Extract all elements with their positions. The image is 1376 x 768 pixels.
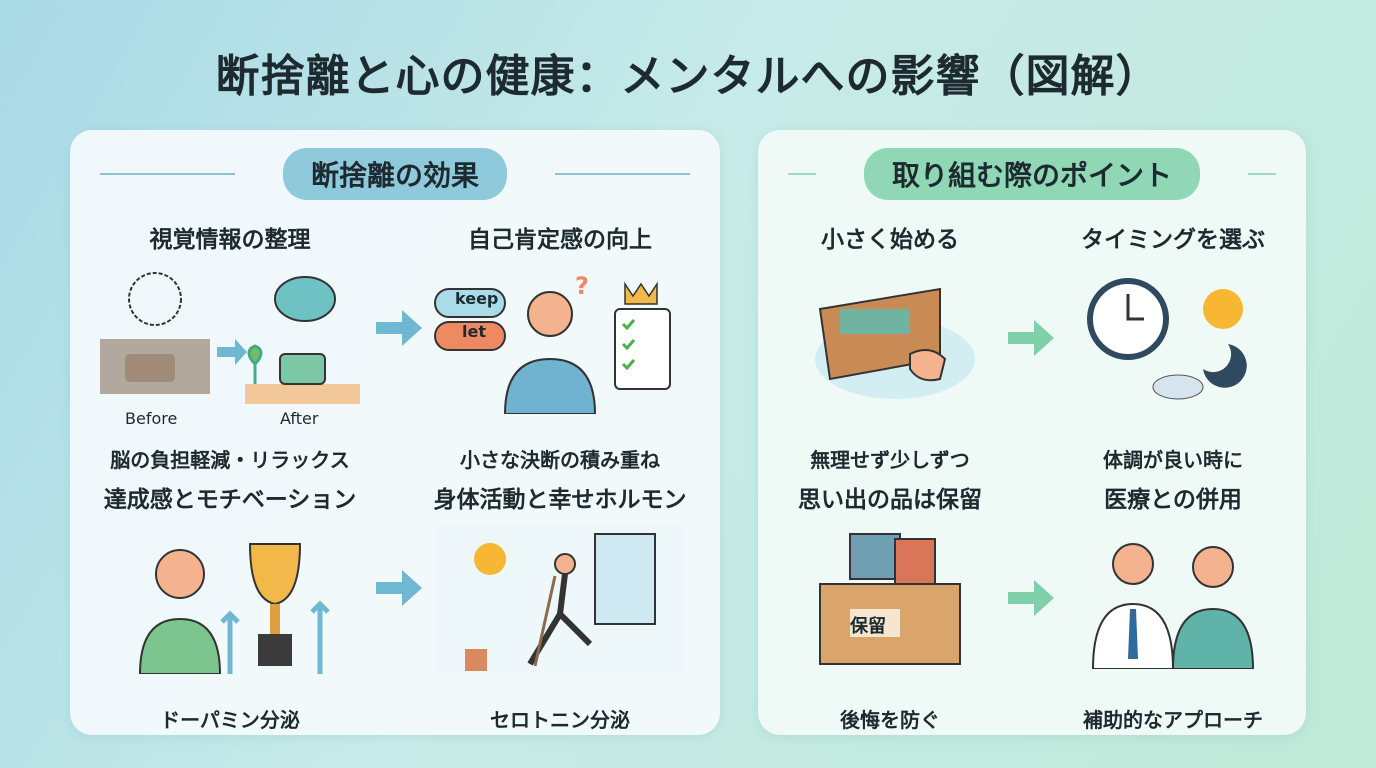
divider: [100, 173, 235, 175]
item-title: 自己肯定感の向上: [468, 227, 652, 253]
item-caption: 体調が良い時に: [1103, 448, 1243, 472]
cleaning-person-illustration: [435, 524, 685, 674]
item-caption: 後悔を防ぐ: [840, 708, 940, 732]
arrow-right-icon: [376, 570, 422, 606]
keep-label: keep: [455, 289, 499, 308]
arrow-right-icon: [1008, 580, 1054, 616]
person-decision-illustration: ?: [434, 272, 671, 414]
item-title: 小さく始める: [821, 227, 959, 253]
item-caption: 小さな決断の積み重ね: [460, 448, 660, 472]
clock-sun-moon-illustration: [1087, 278, 1247, 400]
item-title: タイミングを選ぶ: [1081, 227, 1265, 253]
drawer-illustration: [815, 287, 975, 399]
item-caption: 無理せず少しずつ: [810, 448, 970, 472]
after-label: After: [280, 409, 319, 428]
let-label: let: [462, 322, 486, 341]
item-title: 視覚情報の整理: [149, 227, 311, 253]
svg-text:?: ?: [575, 272, 589, 300]
effect-visual-organization: 視覚情報の整理 Before After 脳の負担軽減・リラックス: [80, 220, 380, 473]
effect-physical-activity: 身体活動と幸せホルモン セロトニン分泌: [410, 480, 710, 733]
arrow-right-icon: [376, 310, 422, 346]
trophy-person-illustration: [138, 543, 330, 674]
item-title: 達成感とモチベーション: [103, 487, 357, 513]
item-title: 思い出の品は保留: [798, 487, 982, 513]
item-caption: 補助的なアプローチ: [1083, 708, 1263, 732]
keepsake-box-illustration: [819, 533, 961, 665]
before-after-room-illustration: [100, 272, 360, 404]
item-title: 医療との併用: [1104, 487, 1242, 513]
divider: [1248, 173, 1277, 175]
item-caption: セロトニン分泌: [490, 708, 630, 732]
tip-keep-memories: 思い出の品は保留 保留 後悔を防ぐ: [740, 480, 1040, 733]
divider: [788, 173, 816, 175]
effect-motivation: 達成感とモチベーション ドーパミン分泌: [80, 480, 380, 733]
tip-start-small: 小さく始める 無理せず少しずつ: [740, 220, 1040, 473]
effects-panel: 断捨離の効果 視覚情報の整理 Before After 脳の負担軽減・リラックス…: [70, 130, 720, 735]
section-header: 断捨離の効果: [283, 148, 508, 200]
divider: [555, 173, 691, 175]
item-title: 身体活動と幸せホルモン: [433, 487, 687, 513]
before-label: Before: [125, 409, 178, 428]
tips-panel: 取り組む際のポイント 小さく始める 無理せず少しずつ タイミングを選ぶ 体調が良…: [758, 130, 1306, 735]
tip-medical-combination: 医療との併用 補助的なアプローチ: [1023, 480, 1323, 733]
box-label: 保留: [850, 616, 886, 637]
doctor-nurse-illustration: [1091, 543, 1255, 669]
item-caption: 脳の負担軽減・リラックス: [110, 448, 350, 472]
page-title: 断捨離と心の健康：メンタルへの影響（図解）: [215, 51, 1161, 102]
effect-self-esteem: 自己肯定感の向上 ? keep let 小さな決断の積み重ね: [410, 220, 710, 473]
section-header: 取り組む際のポイント: [864, 148, 1201, 200]
tip-choose-timing: タイミングを選ぶ 体調が良い時に: [1023, 220, 1323, 473]
item-caption: ドーパミン分泌: [160, 708, 300, 732]
arrow-right-icon: [1008, 320, 1054, 356]
